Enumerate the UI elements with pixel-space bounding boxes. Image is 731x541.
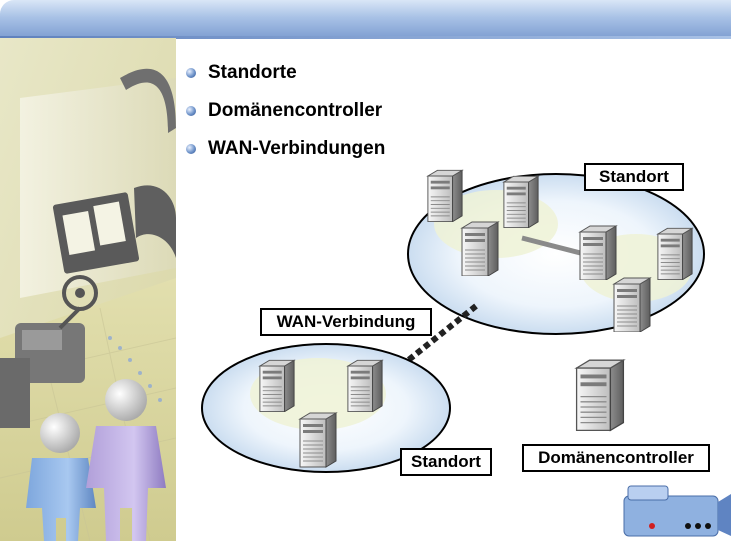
bullet-text: WAN-Verbindungen: [208, 138, 386, 159]
person-icon: [26, 413, 96, 541]
sidebar-illustration: [0, 38, 176, 541]
title-bar-accent: [0, 36, 731, 39]
bullet-text: Standorte: [208, 62, 297, 83]
server-icon: [347, 359, 383, 412]
server-icon: [657, 227, 693, 280]
server-icon: [299, 412, 337, 468]
person-icon: [86, 379, 166, 541]
bullet-list: Standorte Domänencontroller WAN-Verbindu…: [186, 58, 385, 172]
decorative-sidebar: [0, 38, 176, 541]
bullet-icon: [186, 68, 196, 78]
bullet-icon: [186, 144, 196, 154]
site-label: Standort: [584, 163, 684, 191]
bullet-item: Domänencontroller: [186, 96, 385, 134]
server-icon: [427, 169, 463, 222]
domain-controller-server-icon: [575, 359, 625, 432]
server-icon: [259, 359, 295, 412]
site-label: Standort: [400, 448, 492, 476]
projector-icon: [0, 275, 98, 428]
server-icon: [461, 221, 499, 276]
wan-link: [404, 303, 478, 365]
server-icon: [579, 225, 617, 280]
server-icon: [613, 277, 651, 332]
title-bar: [0, 0, 731, 38]
domain-controller-label: Domänencontroller: [522, 444, 710, 472]
bullet-item: Standorte: [186, 58, 385, 96]
wan-link-label: WAN-Verbindung: [260, 308, 432, 336]
bullet-item: WAN-Verbindungen: [186, 134, 385, 172]
bullet-text: Domänencontroller: [208, 100, 383, 121]
server-icon: [503, 175, 539, 228]
video-camera-icon: [623, 485, 731, 537]
bullet-icon: [186, 106, 196, 116]
film-reel-icon: [52, 68, 176, 274]
